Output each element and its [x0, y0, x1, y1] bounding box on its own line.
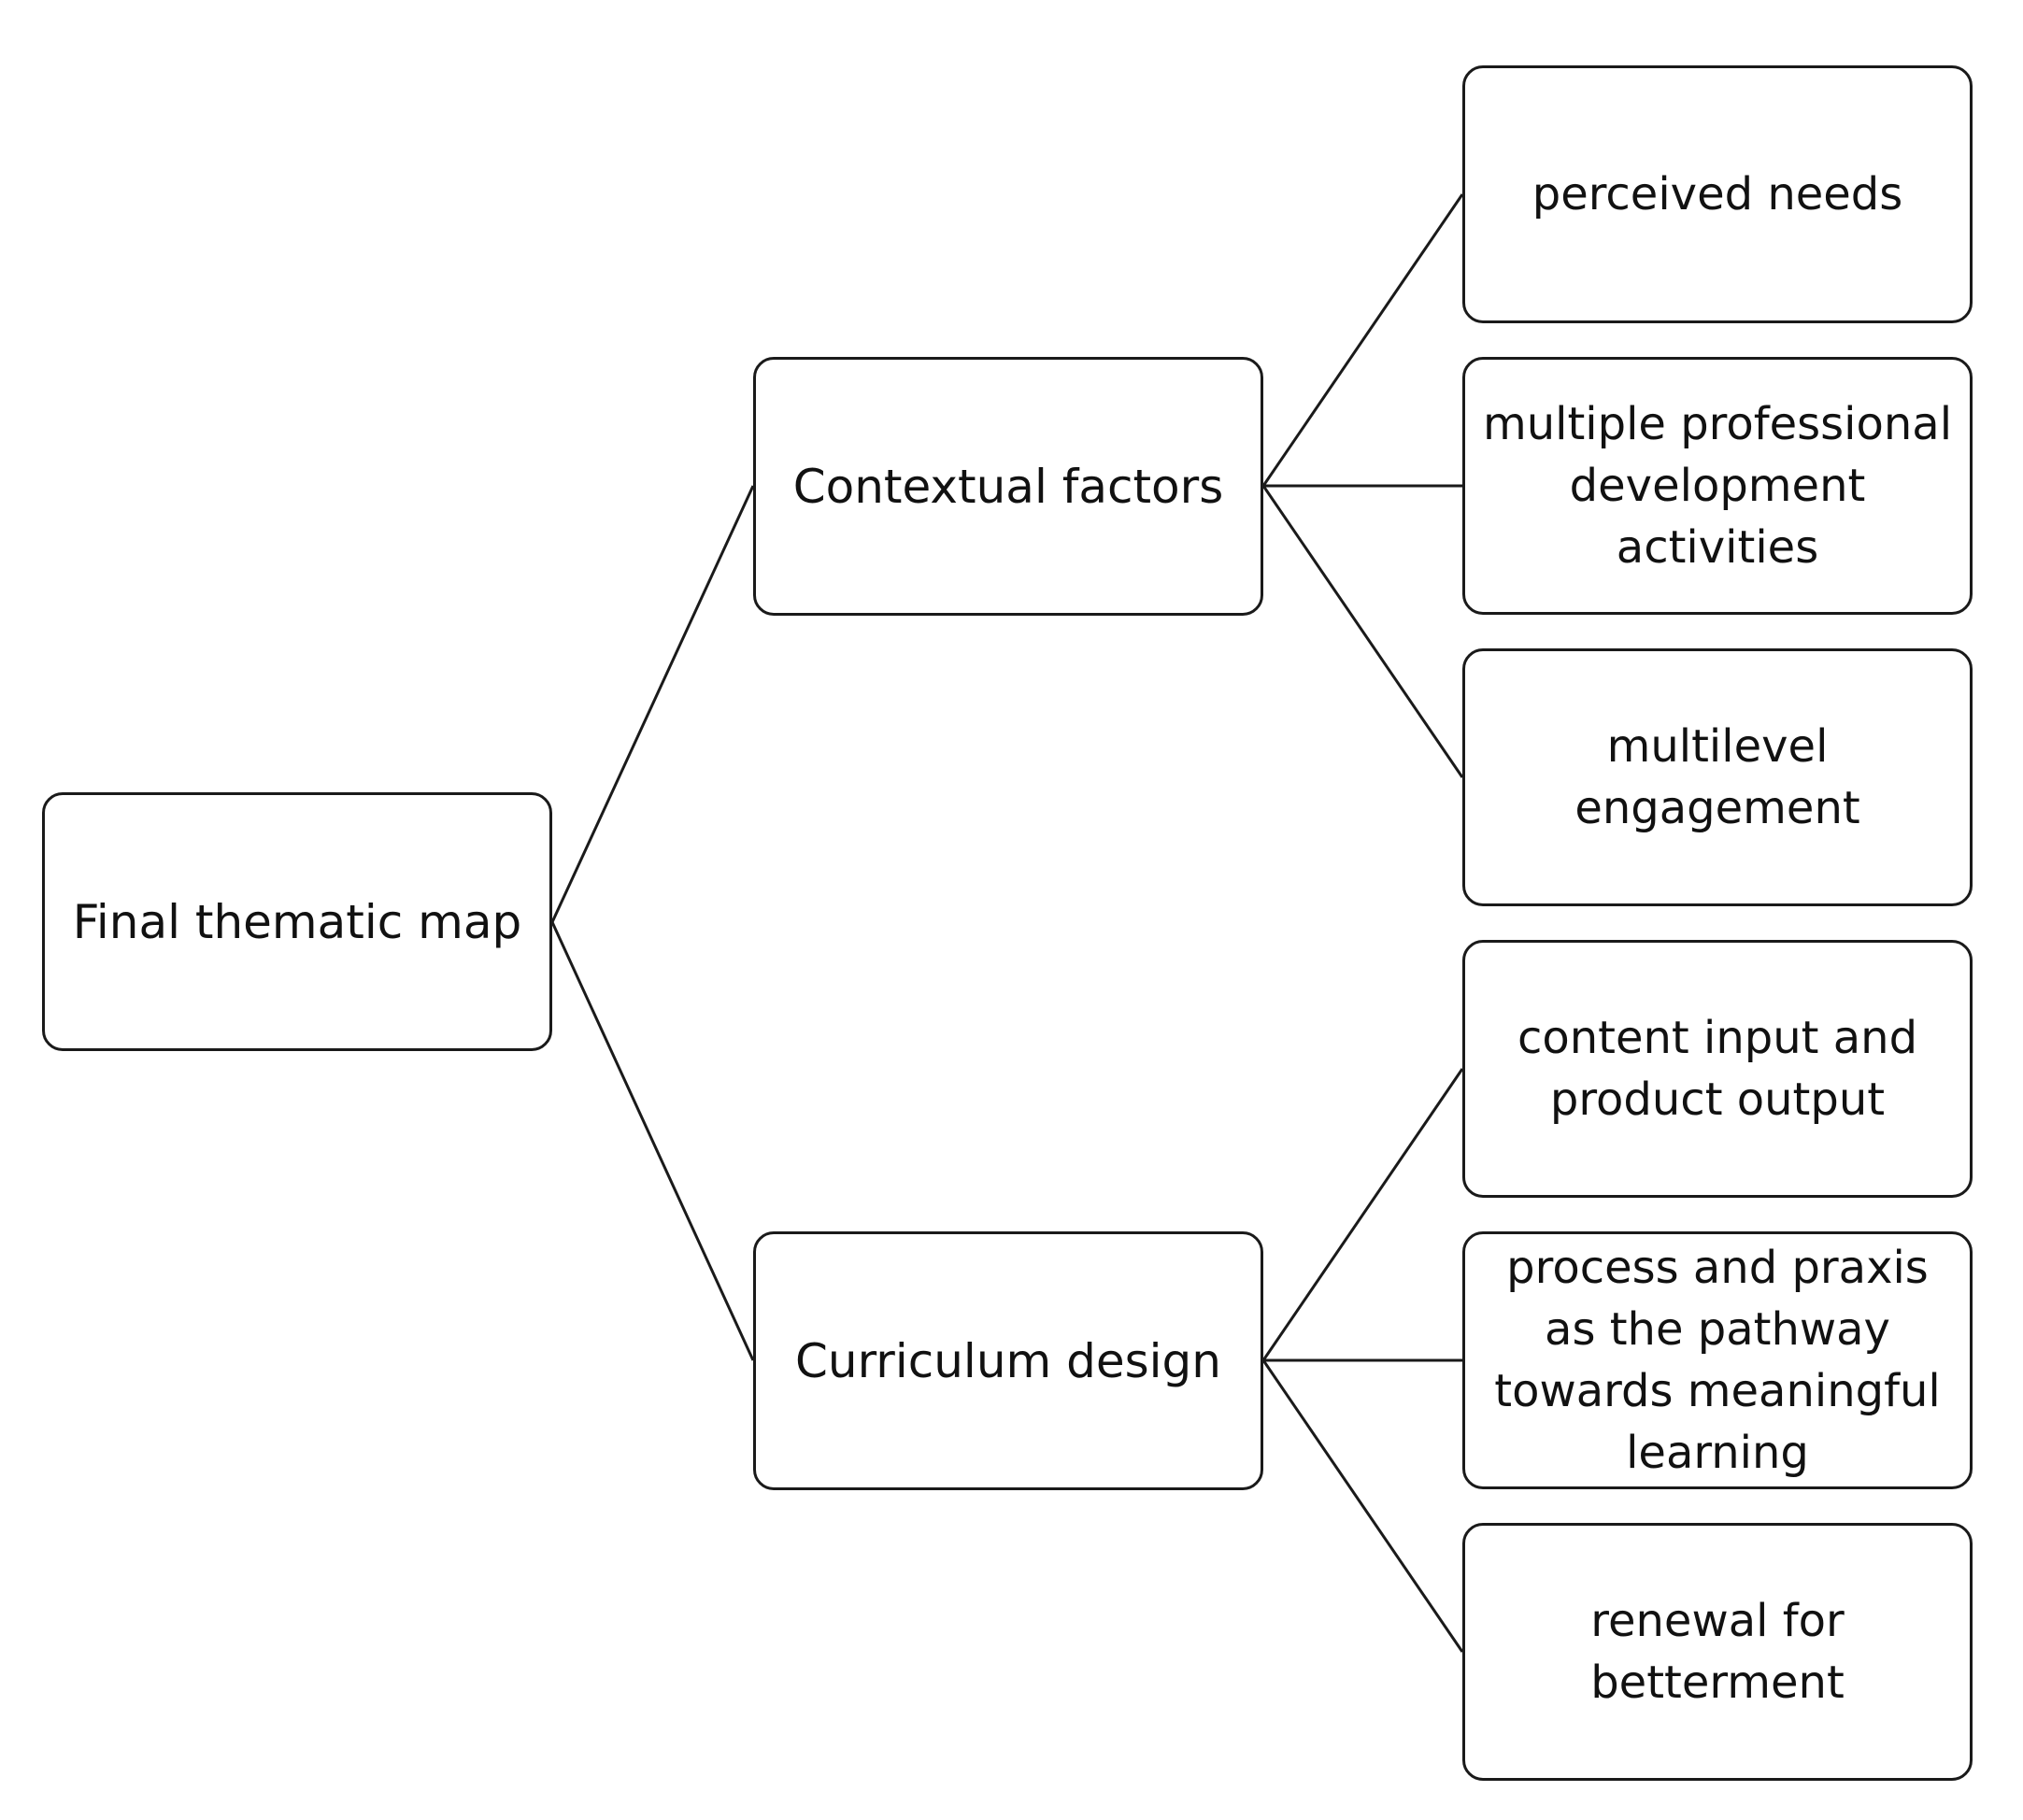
- connector-root-to-contextual-factors: [550, 485, 755, 923]
- theme-label: Curriculum design: [795, 1333, 1221, 1388]
- subtheme-node-perceived-needs: perceived needs: [1462, 65, 1973, 323]
- subtheme-label: process and praxis as the pathway toward…: [1494, 1242, 1941, 1479]
- subtheme-node-process-praxis: process and praxis as the pathway toward…: [1462, 1231, 1973, 1489]
- theme-node-contextual-factors: Contextual factors: [753, 357, 1263, 616]
- theme-node-curriculum-design: Curriculum design: [753, 1231, 1263, 1490]
- connector-root-to-curriculum-design: [550, 921, 755, 1361]
- subtheme-label: perceived needs: [1531, 168, 1903, 220]
- subtheme-label: multilevel engagement: [1574, 720, 1860, 834]
- subtheme-node-content-input: content input and product output: [1462, 940, 1973, 1198]
- subtheme-node-renewal: renewal for betterment: [1462, 1523, 1973, 1781]
- subtheme-label: multiple professional development activi…: [1482, 398, 1953, 574]
- subtheme-node-professional-development: multiple professional development activi…: [1462, 357, 1973, 615]
- theme-label: Contextual factors: [792, 459, 1224, 514]
- connector-contextual-to-perceived-needs: [1261, 193, 1464, 487]
- connector-contextual-to-multilevel-engagement: [1261, 485, 1464, 778]
- root-label: Final thematic map: [72, 894, 522, 949]
- connector-curriculum-to-content-input: [1261, 1068, 1464, 1361]
- root-node: Final thematic map: [42, 792, 552, 1051]
- subtheme-label: content input and product output: [1517, 1012, 1918, 1126]
- subtheme-label: renewal for betterment: [1590, 1595, 1845, 1709]
- subtheme-node-multilevel-engagement: multilevel engagement: [1462, 648, 1973, 906]
- connector-curriculum-to-renewal: [1261, 1359, 1464, 1653]
